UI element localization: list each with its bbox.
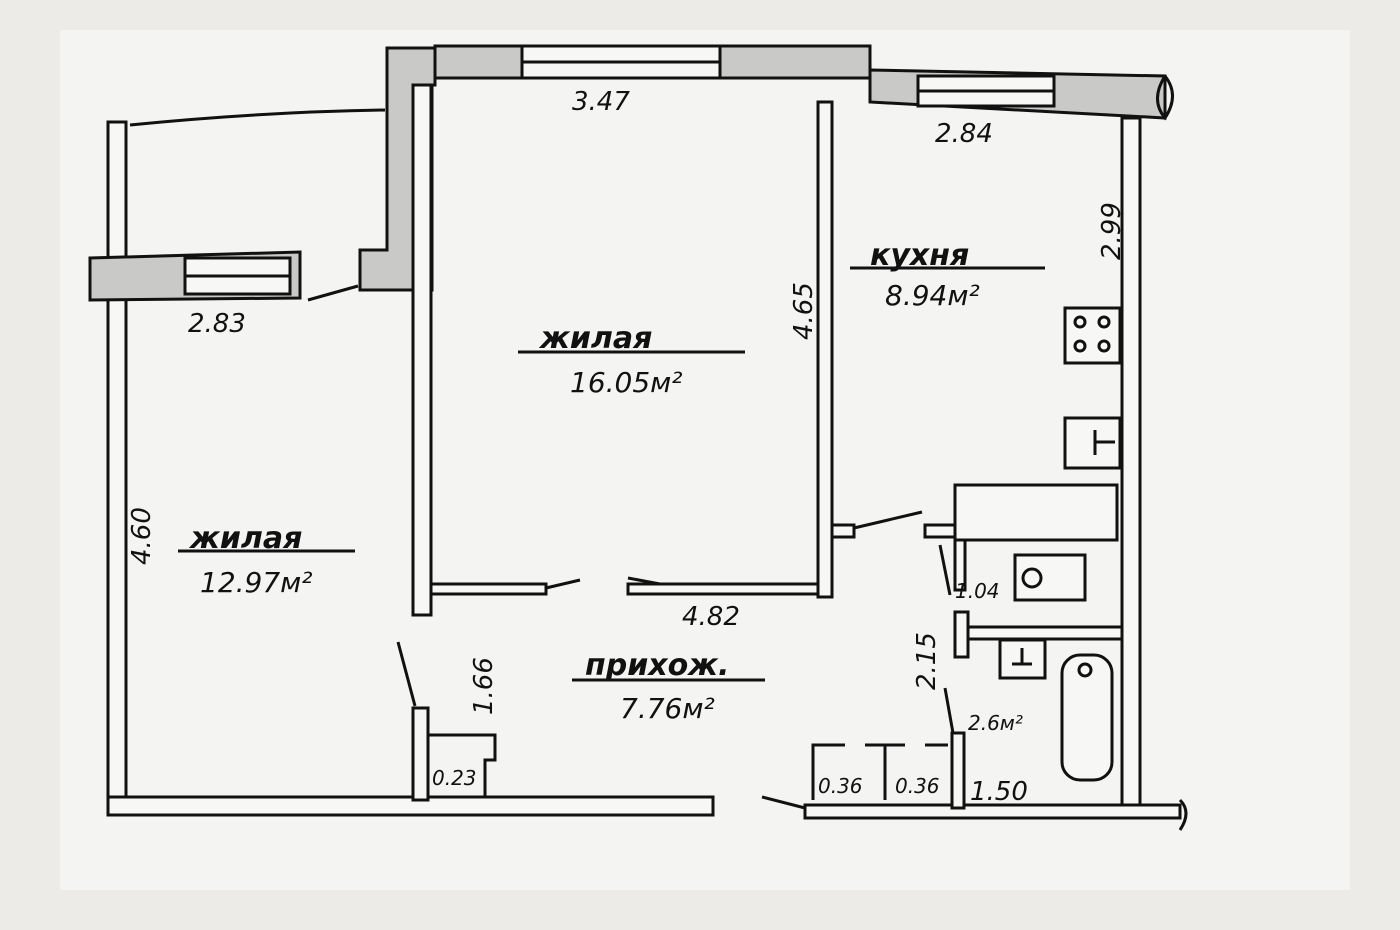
bottom-right-wall [803,803,1182,820]
stove [1063,306,1122,365]
dim-middle-right: 4.65 [789,282,819,340]
dim-closet-b: 0.36 [895,774,940,798]
dim-middle-bottom: 4.82 [682,602,740,632]
bottom-left-wall [106,795,715,817]
hall-name: прихож. [585,648,729,683]
dim-kitchen-right: 2.99 [1097,202,1127,260]
dim-middle-top: 3.47 [572,87,630,117]
partition-right [816,100,834,599]
hall-area: 7.76м² [620,692,715,725]
left-top-wall [129,108,386,127]
dim-closet-a: 0.36 [818,774,863,798]
dim-hall-left: 1.66 [469,657,499,715]
room-labels: кухня 8.94м² жилая 16.05м² жилая 12.97м²… [178,238,1045,735]
sink [1013,553,1087,602]
living-left-area: 12.97м² [200,566,313,599]
dim-left-side: 4.60 [127,507,157,565]
bathtub [1060,653,1114,782]
middle-bottom-wall-a [429,582,548,596]
kitchen-area: 8.94м² [885,279,980,312]
dim-bath-door: 1.04 [955,579,1000,603]
left-outer-wall [106,120,128,812]
dim-kitchen-top: 2.84 [935,119,993,149]
middle-bottom-wall-b [626,582,820,596]
living-middle-area: 16.05м² [570,366,683,399]
dim-left-window: 2.83 [188,309,246,339]
dim-closet-left: 0.23 [432,766,477,790]
walls [88,44,1188,831]
sheet [60,30,1350,890]
living-middle-name: жилая [538,321,652,356]
dimension-labels: 3.47 2.84 2.99 4.65 2.83 4.60 4.82 1.66 … [127,87,1127,807]
dim-bath-side: 2.15 [912,632,942,690]
bathroom-area: 2.6м² [968,711,1023,735]
bath-wall [953,483,1119,542]
dim-bath-bottom: 1.50 [970,777,1028,807]
partition-left [411,83,433,617]
